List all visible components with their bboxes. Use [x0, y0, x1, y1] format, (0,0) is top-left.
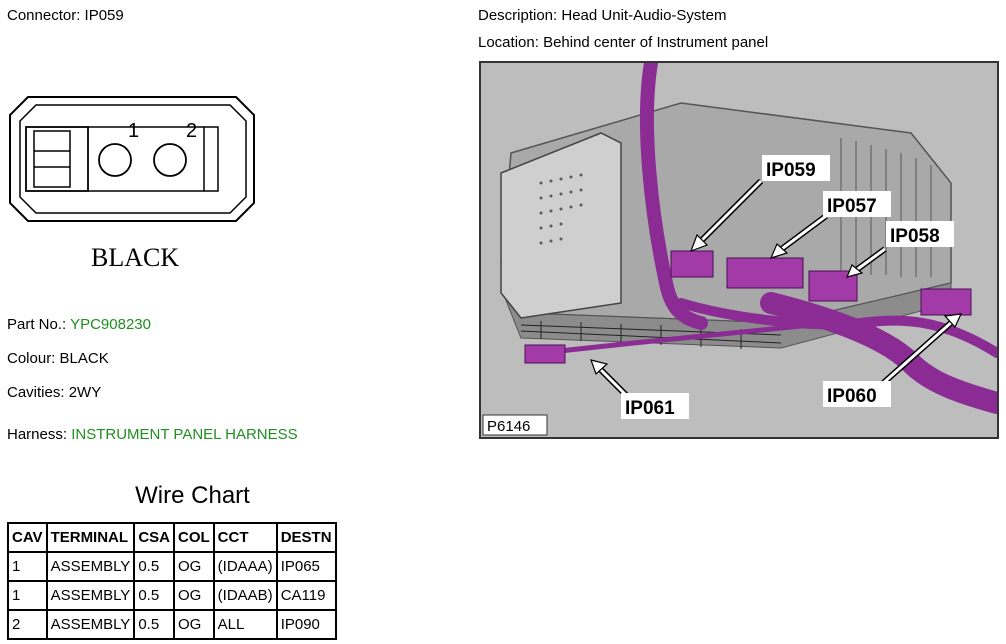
cell-destn: IP090 — [275, 609, 337, 640]
colour-value: BLACK — [59, 350, 109, 367]
cell-csa: 0.5 — [133, 580, 175, 611]
cell-cav: 1 — [7, 580, 48, 611]
cell-terminal: ASSEMBLY — [45, 580, 136, 611]
cell-cct: (IDAAB) — [212, 580, 278, 611]
color-text: BLACK — [91, 243, 179, 272]
callout-ip060: IP060 — [823, 381, 891, 407]
cell-terminal: ASSEMBLY — [45, 551, 136, 582]
connector-face-diagram: 1 2 BLACK — [8, 95, 258, 280]
table-row: 1 ASSEMBLY 0.5 OG (IDAAB) CA119 — [7, 580, 337, 611]
header-destn: DESTN — [275, 522, 337, 553]
cell-col: OG — [173, 609, 215, 640]
cavities-value: 2WY — [68, 384, 102, 401]
cell-cct: ALL — [212, 609, 278, 640]
connector-label: Connector: — [7, 7, 81, 24]
description-line: Description: Head Unit-Audio-System — [478, 7, 726, 24]
cell-csa: 0.5 — [133, 609, 175, 640]
header-cct: CCT — [212, 522, 278, 553]
callout-ip058: IP058 — [886, 221, 954, 247]
header-terminal: TERMINAL — [45, 522, 136, 553]
table-row: 2 ASSEMBLY 0.5 OG ALL IP090 — [7, 609, 337, 640]
cavities-line: Cavities: 2WY — [7, 384, 101, 401]
description-value: Head Unit-Audio-System — [561, 7, 727, 24]
cell-csa: 0.5 — [133, 551, 175, 582]
colour-line: Colour: BLACK — [7, 350, 109, 367]
cell-destn: IP065 — [275, 551, 337, 582]
header-csa: CSA — [133, 522, 175, 553]
svg-text:IP060: IP060 — [827, 386, 877, 407]
callout-ip059: IP059 — [762, 155, 830, 181]
colour-label: Colour: — [7, 350, 56, 367]
header-cav: CAV — [7, 522, 48, 553]
harness-value: INSTRUMENT PANEL HARNESS — [71, 426, 298, 443]
harness-label: Harness: — [7, 426, 68, 443]
connector-value: IP059 — [84, 7, 124, 24]
cavities-label: Cavities: — [7, 384, 65, 401]
pin-2-cavity — [153, 143, 187, 177]
cell-col: OG — [173, 580, 215, 611]
svg-text:IP057: IP057 — [827, 196, 877, 217]
cell-terminal: ASSEMBLY — [45, 609, 136, 640]
description-label: Description: — [478, 7, 558, 24]
svg-text:IP058: IP058 — [890, 226, 940, 247]
pin-1-cavity — [98, 143, 132, 177]
part-no-value: YPC908230 — [70, 316, 151, 333]
pin-2-label: 2 — [186, 120, 197, 142]
photo-ref: P6146 — [482, 414, 548, 436]
location-label: Location: — [478, 34, 539, 51]
cell-cav: 1 — [7, 551, 48, 582]
location-photo: IP059 IP057 IP058 IP061 IP060 P6146 — [479, 61, 999, 439]
wire-chart-table: CAV TERMINAL CSA COL CCT DESTN 1 ASSEMBL… — [7, 522, 337, 640]
callout-ip061: IP061 — [621, 393, 689, 419]
callout-ip057: IP057 — [823, 191, 891, 217]
cell-cav: 2 — [7, 609, 48, 640]
header-col: COL — [173, 522, 215, 553]
wire-chart-header-row: CAV TERMINAL CSA COL CCT DESTN — [7, 522, 337, 553]
svg-text:P6146: P6146 — [487, 418, 530, 435]
wire-chart-title: Wire Chart — [135, 482, 250, 509]
part-no-line: Part No.: YPC908230 — [7, 316, 151, 333]
harness-line: Harness: INSTRUMENT PANEL HARNESS — [7, 426, 298, 443]
cell-destn: CA119 — [275, 580, 337, 611]
location-line: Location: Behind center of Instrument pa… — [478, 34, 768, 51]
part-no-label: Part No.: — [7, 316, 67, 333]
connector-line: Connector: IP059 — [7, 7, 124, 24]
svg-text:IP059: IP059 — [766, 160, 816, 181]
pin-1-label: 1 — [128, 120, 139, 142]
cell-col: OG — [173, 551, 215, 582]
svg-text:IP061: IP061 — [625, 398, 675, 419]
location-value: Behind center of Instrument panel — [543, 34, 769, 51]
table-row: 1 ASSEMBLY 0.5 OG (IDAAA) IP065 — [7, 551, 337, 582]
cell-cct: (IDAAA) — [212, 551, 278, 582]
